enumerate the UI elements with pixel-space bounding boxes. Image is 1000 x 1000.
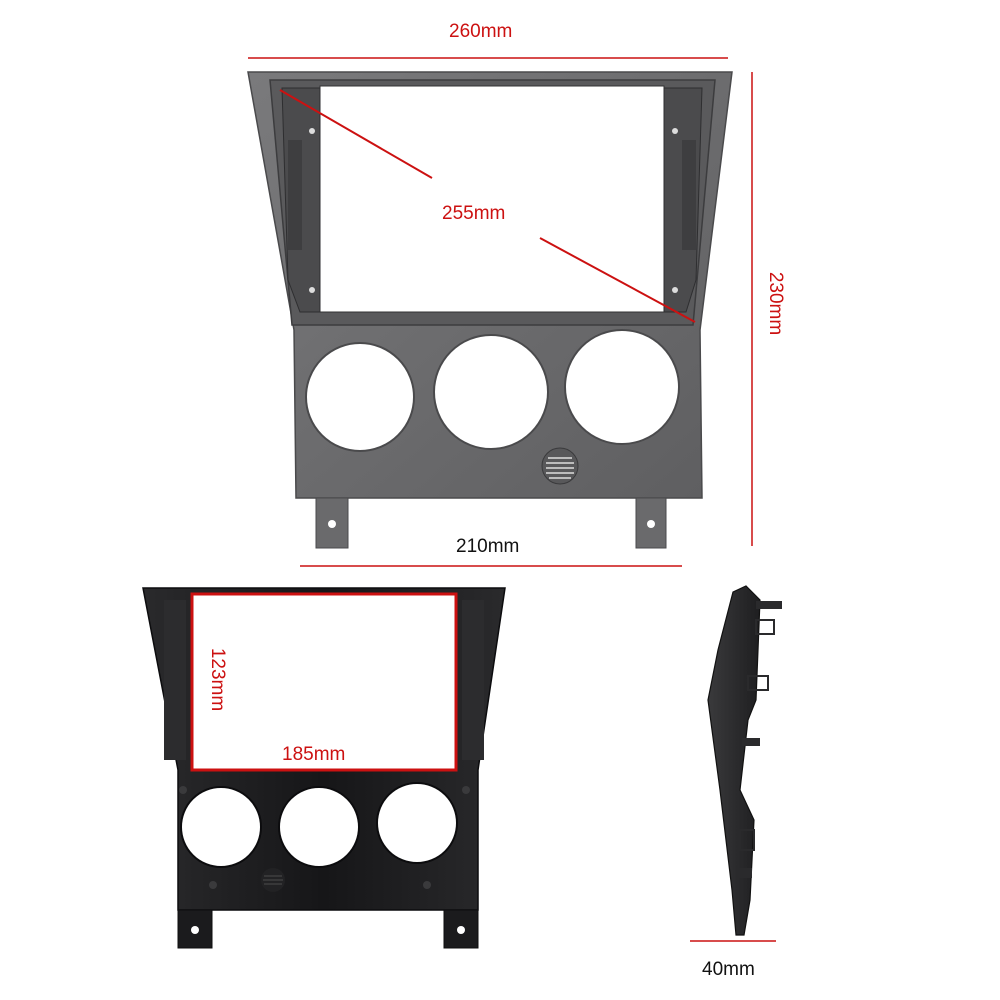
screw-hole (672, 128, 678, 134)
screw-hole (179, 786, 187, 794)
screw-hole (309, 287, 315, 293)
vent-hole-center (278, 786, 360, 868)
back-screen-opening (190, 592, 458, 772)
vent-hole-right (564, 329, 680, 445)
back-left-rib (164, 600, 186, 760)
side-clip (747, 675, 769, 691)
label-overall-height: 230mm (765, 271, 787, 336)
screw-hole (309, 128, 315, 134)
vent-hole-right (376, 782, 458, 864)
label-screen-width: 185mm (282, 744, 346, 765)
side-clip (739, 829, 755, 851)
front-view-frame (247, 71, 733, 549)
label-overall-width: 260mm (449, 21, 513, 42)
side-clip (755, 619, 775, 635)
screw-hole (462, 786, 470, 794)
label-screen-diagonal: 255mm (442, 203, 506, 224)
screw-hole (423, 881, 431, 889)
vent-hole-left (305, 342, 415, 452)
side-clip (736, 868, 752, 878)
screw-hole (328, 520, 336, 528)
label-screen-height: 123mm (207, 647, 229, 712)
screw-hole (191, 926, 199, 934)
back-view-frame (142, 587, 506, 949)
dimension-line-diagonal-a (279, 89, 433, 179)
speaker-grille-icon (261, 868, 285, 892)
side-clip (742, 738, 760, 746)
speaker-grille-icon (541, 447, 579, 485)
front-left-rail (288, 140, 302, 250)
vent-hole-left (180, 786, 262, 868)
label-depth: 40mm (702, 959, 755, 980)
dimension-line-diagonal-b (539, 237, 696, 323)
screw-hole (647, 520, 655, 528)
screw-hole (457, 926, 465, 934)
screw-hole (209, 881, 217, 889)
screw-hole (672, 287, 678, 293)
label-bottom-width: 210mm (456, 536, 520, 557)
side-profile-body (707, 585, 761, 936)
back-right-rib (462, 600, 484, 760)
side-view-frame (707, 585, 782, 936)
vent-hole-center (433, 334, 549, 450)
front-right-rail (682, 140, 696, 250)
side-clip (756, 601, 782, 609)
